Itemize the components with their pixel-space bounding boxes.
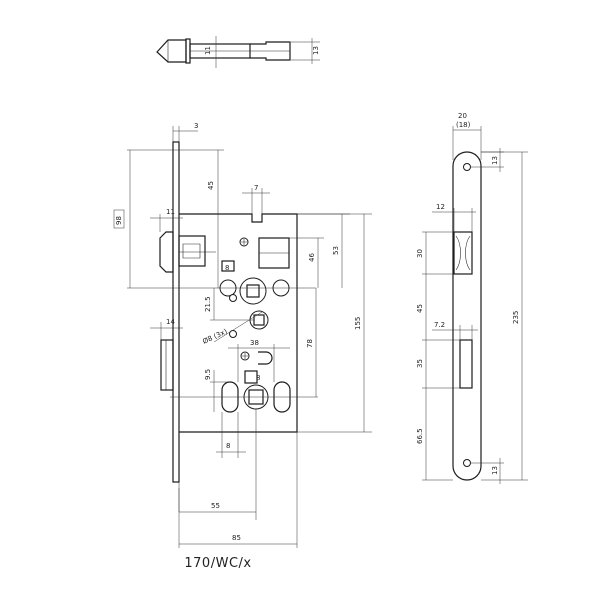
dim-top-to-follower: 45 [207,181,215,190]
small-hole-b [229,330,237,338]
latch-side [453,231,473,275]
dim-plate-height: 235 [512,311,520,324]
dim-plate-top-hole: 13 [491,156,499,165]
faceplate-screw-top [463,163,471,171]
latch-body [178,235,206,267]
dim-plate-width-alt: (18) [456,121,471,129]
center-lines [170,287,318,398]
dim-slot-spacing: 8 [226,442,230,450]
dim-latch-depth: 12 [436,203,445,211]
side-dimensions: 20 (18) 13 12 30 45 7.2 35 66.5 [416,112,528,484]
front-dimensions: 3 45 7 11 98 53 46 155 [113,122,372,548]
dim-case-depth: 85 [232,534,241,542]
screw-top-cross [241,239,247,245]
dim-bolt-projection: 14 [166,318,175,326]
dim-bolt-face-width: 7.2 [434,321,445,329]
latch-tongue-top [156,39,187,63]
lock-case-front-view: 8 8 [159,141,298,483]
dim-latch-thickness: 11 [204,46,212,55]
dim-latch-height-side: 98 [115,216,123,225]
small-hole-a [229,294,237,302]
dim-bolt-offset: 9.5 [204,369,212,380]
deadbolt [160,339,174,391]
dim-leader-hole [213,311,263,343]
faceplate-side-view [452,151,482,481]
dim-latch-face-height: 30 [416,249,424,258]
dim-box-98 [113,209,125,229]
case-outline [179,213,298,433]
dim-bolt-face-height: 35 [416,359,424,368]
screw-mid-cross [242,353,248,359]
follower-block [221,260,235,272]
dim-slot-width: 7 [254,184,258,192]
lower-label: 8 [256,374,260,382]
follower-label: 8 [225,264,229,272]
dim-latch-projection: 11 [166,208,175,216]
latch-top-view: 11 13 [156,36,320,68]
dim-spindle-to-thumbturn: 21.5 [204,296,212,312]
lower-square-label-box [244,370,258,384]
faceplate-screw-bottom [463,459,471,467]
dim-plate-bottom-hole: 13 [491,466,499,475]
spring-hook [258,351,273,365]
latch-spring [182,243,201,259]
dim-bolt-to-bottom: 66.5 [416,428,424,444]
faceplate-outline [452,151,482,481]
dim-case-height: 155 [354,317,362,330]
dim-face-offset: 3 [194,122,198,130]
dim-latch-to-bolt: 45 [416,304,424,313]
latch-side-shape [455,235,471,271]
deadbolt-side [459,339,473,389]
spindle-hub [239,277,267,305]
dim-thumbturn-spacing: 38 [250,339,259,347]
dim-follower-to-keyhole: 78 [306,339,314,348]
latch-bolt [159,231,174,273]
spindle-square [246,284,260,298]
dim-follower-to-bolt: 46 [308,253,316,262]
dim-backset: 55 [211,502,220,510]
dim-follower-to-top: 53 [332,246,340,255]
dim-plate-width: 20 [458,112,467,120]
dim-latch-height: 13 [312,46,320,55]
dim-hole-diameter: Ø8 (3x) [201,327,228,345]
drawing-caption: 170/WC/x [184,556,252,571]
faceplate-strip [172,141,180,483]
